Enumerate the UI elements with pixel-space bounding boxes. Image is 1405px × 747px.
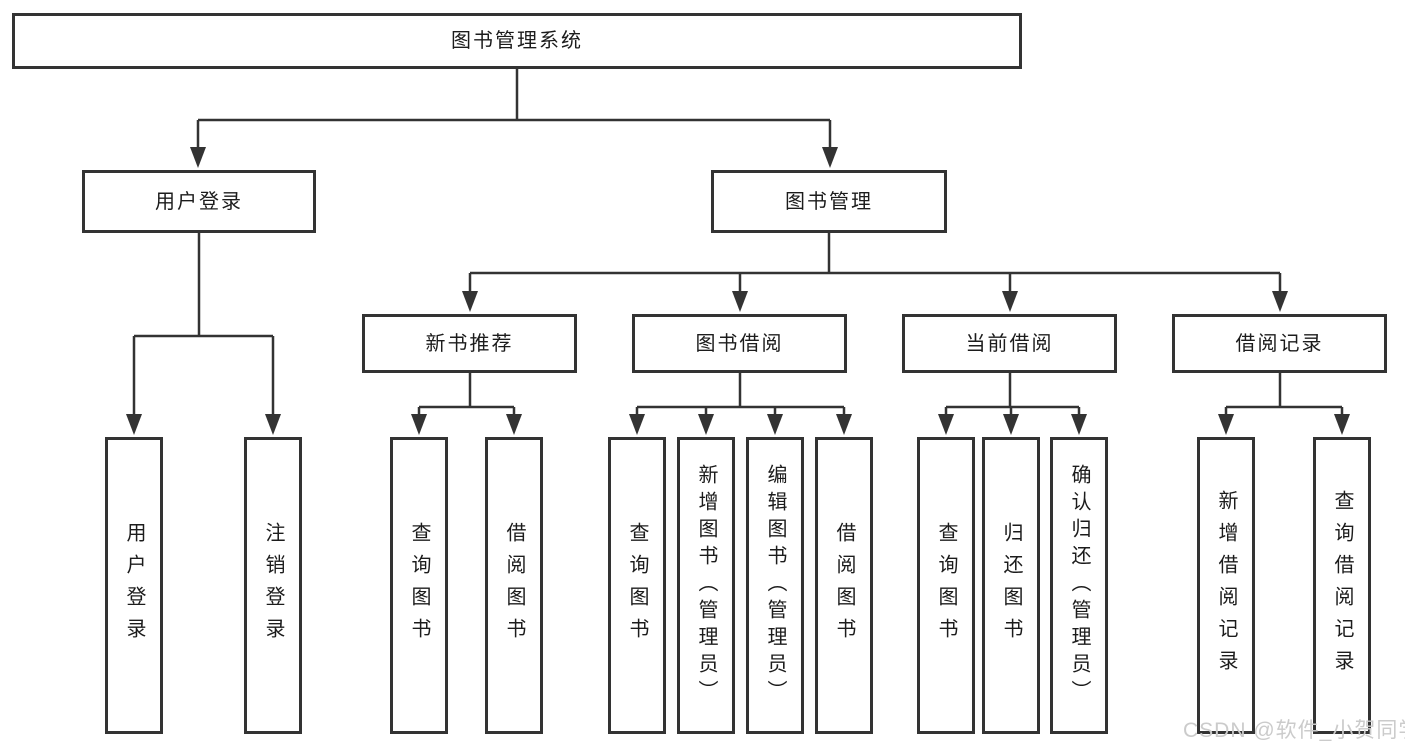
node-user-login-branch: 用户登录	[82, 170, 316, 233]
leaf-query-books-2: 查询图书	[608, 437, 666, 734]
leaf-confirm-return-admin: 确认归还（管理员）	[1050, 437, 1108, 734]
csdn-watermark: CSDN @软件_小贺同学	[1183, 719, 1405, 742]
leaf-query-borrow-record: 查询借阅记录	[1313, 437, 1371, 734]
leaf-borrow-books-2: 借阅图书	[815, 437, 873, 734]
node-current-borrowing: 当前借阅	[902, 314, 1117, 373]
leaf-user-login-label: 用户登录	[123, 521, 145, 650]
arrowheads	[126, 147, 1350, 435]
leaf-confirm-return-admin-label: 确认归还（管理员）	[1068, 464, 1090, 707]
leaf-return-books-label: 归还图书	[1000, 521, 1022, 650]
leaf-add-borrow-record: 新增借阅记录	[1197, 437, 1255, 734]
leaf-borrow-books-2-label: 借阅图书	[833, 521, 855, 650]
node-book-management-branch: 图书管理	[711, 170, 947, 233]
leaf-add-borrow-record-label: 新增借阅记录	[1215, 489, 1237, 682]
leaf-edit-books-admin-label: 编辑图书（管理员）	[764, 464, 786, 707]
node-root-label: 图书管理系统	[451, 30, 583, 52]
node-book-borrowing: 图书借阅	[632, 314, 847, 373]
leaf-user-login: 用户登录	[105, 437, 163, 734]
leaf-edit-books-admin: 编辑图书（管理员）	[746, 437, 804, 734]
node-user-login-branch-label: 用户登录	[155, 190, 243, 213]
leaf-query-books-3: 查询图书	[917, 437, 975, 734]
leaf-borrow-books-1: 借阅图书	[485, 437, 543, 734]
node-root: 图书管理系统	[12, 13, 1022, 69]
leaf-logout-label: 注销登录	[262, 521, 284, 650]
node-book-management-branch-label: 图书管理	[785, 190, 873, 213]
node-new-book-recommendation: 新书推荐	[362, 314, 577, 373]
leaf-query-books-1-label: 查询图书	[408, 521, 430, 650]
node-borrowing-records-label: 借阅记录	[1235, 332, 1324, 355]
leaf-add-books-admin: 新增图书（管理员）	[677, 437, 735, 734]
node-book-borrowing-label: 图书借阅	[695, 332, 784, 355]
node-borrowing-records: 借阅记录	[1172, 314, 1387, 373]
leaf-query-books-1: 查询图书	[390, 437, 448, 734]
node-new-book-recommendation-label: 新书推荐	[425, 332, 514, 355]
leaf-query-borrow-record-label: 查询借阅记录	[1331, 489, 1353, 682]
leaf-add-books-admin-label: 新增图书（管理员）	[695, 464, 717, 707]
leaf-return-books: 归还图书	[982, 437, 1040, 734]
leaf-logout: 注销登录	[244, 437, 302, 734]
node-current-borrowing-label: 当前借阅	[965, 332, 1054, 355]
leaf-borrow-books-1-label: 借阅图书	[503, 521, 525, 650]
leaf-query-books-2-label: 查询图书	[626, 521, 648, 650]
leaf-query-books-3-label: 查询图书	[935, 521, 957, 650]
